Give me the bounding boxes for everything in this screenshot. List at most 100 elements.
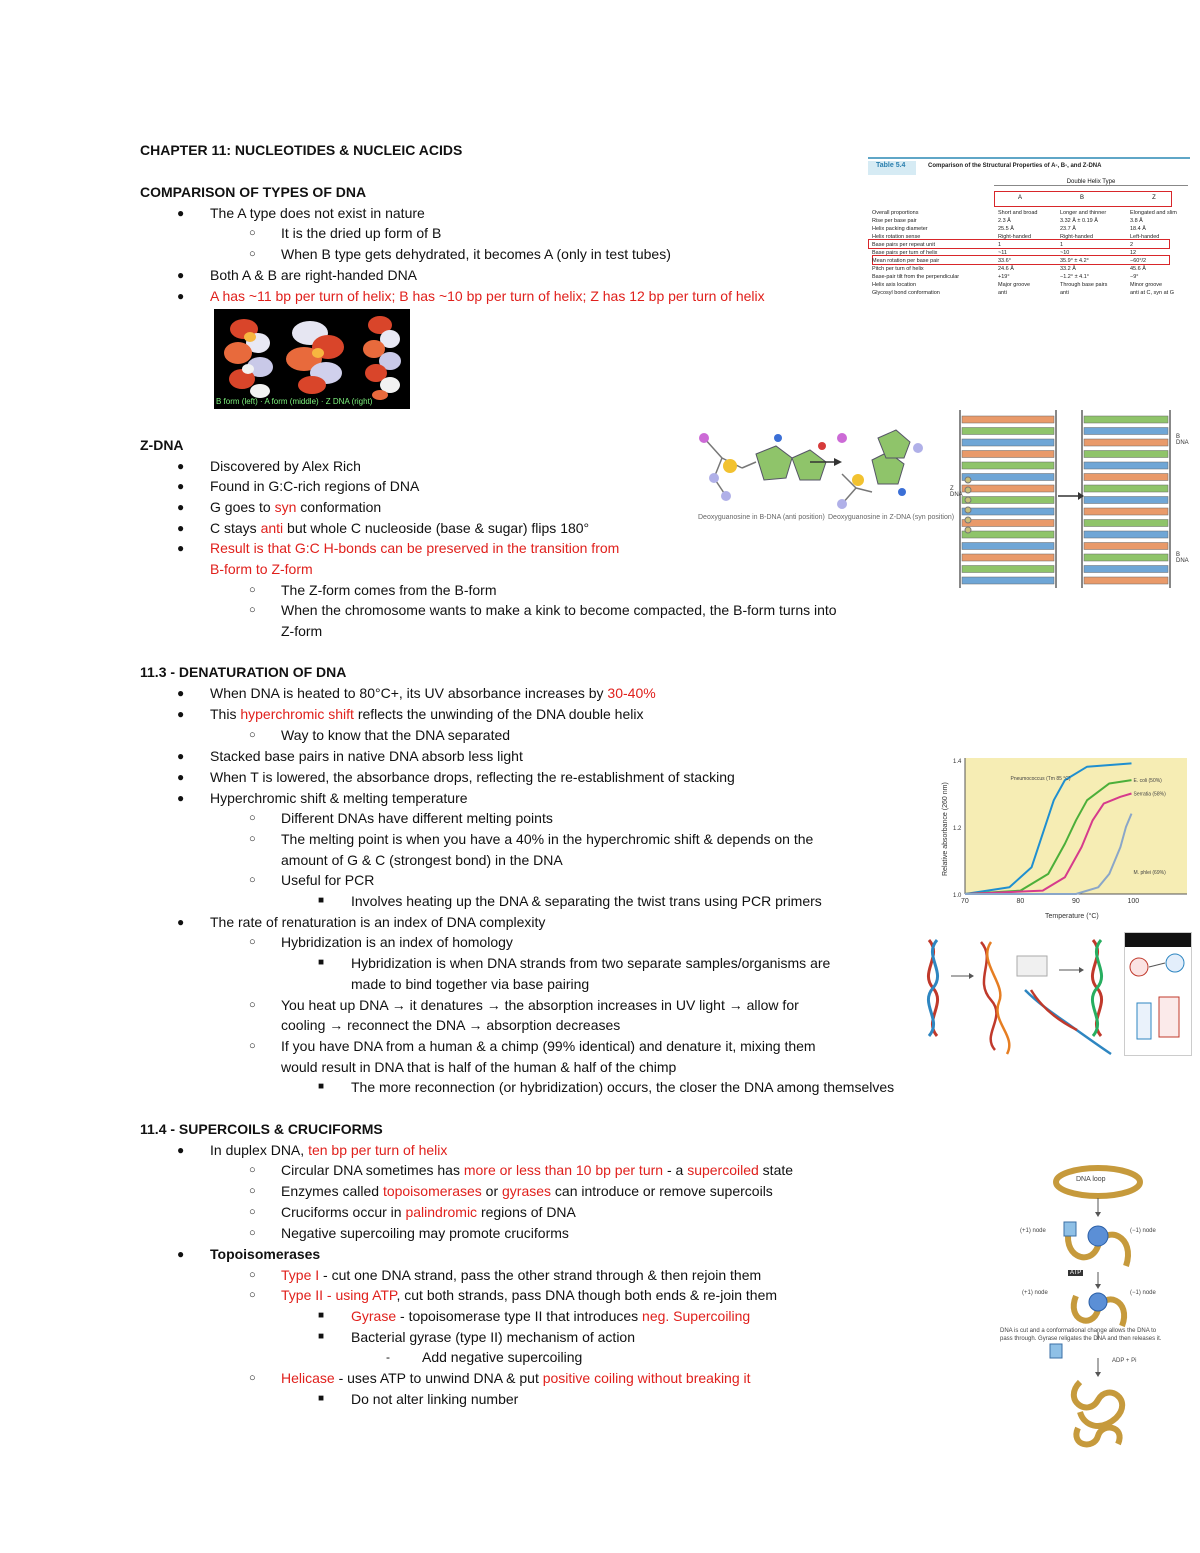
table-cell: Pitch per turn of helix bbox=[872, 266, 924, 272]
table-cell: −9° bbox=[1130, 274, 1139, 280]
list-item: Stacked base pairs in native DNA absorb … bbox=[210, 748, 523, 764]
gyrase-node-left-1: (+1) node bbox=[1020, 1228, 1046, 1234]
label-b-dna-top: B DNA bbox=[1176, 434, 1189, 446]
b-to-z-ladder-icon bbox=[959, 410, 1171, 588]
base-pair-rung bbox=[1083, 461, 1169, 470]
list-item-continued: would result in DNA that is half of the … bbox=[281, 1059, 677, 1075]
list-item: Involves heating up the DNA & separating… bbox=[351, 893, 822, 909]
list-item: Result is that G:C H-bonds can be preser… bbox=[210, 540, 620, 556]
bullet-icon: ○ bbox=[249, 999, 256, 1011]
syn-anti-caption-left: Deoxyguanosine in B-DNA (anti position) bbox=[698, 514, 825, 521]
table-cell: −1.2° ± 4.1° bbox=[1060, 274, 1089, 280]
table-cell: +19° bbox=[998, 274, 1010, 280]
section-heading-denaturation: 11.3 - DENATURATION OF DNA bbox=[140, 664, 347, 680]
list-item: Negative supercoiling may promote crucif… bbox=[281, 1225, 569, 1241]
bullet-icon: ● bbox=[177, 500, 185, 514]
bullet-icon: ■ bbox=[318, 1393, 325, 1404]
section-heading-z-dna: Z-DNA bbox=[140, 437, 184, 453]
list-item: Topoisomerases bbox=[210, 1246, 321, 1262]
gyrase-atp-label: ATP bbox=[1068, 1270, 1084, 1276]
gyrase-label-top: DNA loop bbox=[1076, 1176, 1106, 1183]
base-pair-rung bbox=[1083, 450, 1169, 458]
bullet-icon: ● bbox=[177, 770, 185, 784]
list-item: When B type gets dehydrated, it becomes … bbox=[281, 246, 671, 262]
base-pair-rung bbox=[961, 530, 1055, 539]
base-pair-rung bbox=[961, 542, 1055, 550]
table-cell: Helix packing diameter bbox=[872, 226, 928, 232]
base-pair-rung bbox=[961, 461, 1055, 470]
list-item: The Z-form comes from the B-form bbox=[281, 582, 497, 598]
gyrase-node-left-2: (+1) node bbox=[1022, 1290, 1048, 1296]
base-pair-rung bbox=[961, 450, 1055, 458]
bullet-icon: ■ bbox=[318, 1081, 325, 1092]
bullet-icon: ○ bbox=[249, 584, 256, 596]
bullet-icon: ○ bbox=[249, 1185, 256, 1197]
base-pair-rung bbox=[1083, 438, 1169, 447]
series-line-2 bbox=[964, 792, 1132, 895]
list-item: You heat up DNA → it denatures → the abs… bbox=[281, 997, 799, 1013]
list-item: Gyrase - topoisomerase type II that intr… bbox=[351, 1308, 751, 1324]
table-cell: Rise per base pair bbox=[872, 218, 917, 224]
list-item: Do not alter linking number bbox=[351, 1391, 519, 1407]
list-item: It is the dried up form of B bbox=[281, 225, 442, 241]
list-item: Hyperchromic shift & melting temperature bbox=[210, 790, 468, 806]
chart-y-axis-label: Relative absorbance (260 nm) bbox=[942, 782, 949, 876]
table-group-header: Double Helix Type bbox=[994, 179, 1188, 186]
base-pair-rung bbox=[1083, 565, 1169, 573]
x-tick-label: 90 bbox=[1072, 898, 1080, 905]
table-cell: 18.4 Å bbox=[1130, 226, 1146, 232]
table-cell: 12 bbox=[1130, 250, 1137, 256]
base-pair-rung bbox=[1083, 530, 1169, 539]
bullet-icon: ● bbox=[177, 206, 185, 220]
section-heading-dna-types: COMPARISON OF TYPES OF DNA bbox=[140, 184, 367, 200]
base-pair-rung bbox=[961, 473, 1055, 481]
list-item: Both A & B are right-handed DNA bbox=[210, 267, 418, 283]
base-pair-rung bbox=[961, 496, 1055, 504]
list-item-continued: made to bind together via base pairing bbox=[351, 976, 590, 992]
table-cell: Right-handed bbox=[998, 234, 1032, 240]
table-col-z: Z bbox=[1152, 195, 1156, 201]
list-item: Discovered by Alex Rich bbox=[210, 458, 361, 474]
table-cell: 3.8 Å bbox=[1130, 218, 1143, 224]
table-cell: 45.6 Å bbox=[1130, 266, 1146, 272]
bullet-icon: ● bbox=[177, 686, 185, 700]
base-pair-rung bbox=[1083, 553, 1169, 562]
series-label: Serratia (58%) bbox=[1134, 792, 1167, 798]
table-cell: 35.9° ± 4.2° bbox=[1060, 258, 1089, 264]
table-cell: 1 bbox=[1060, 242, 1064, 248]
list-item: Type II - using ATP, cut both strands, p… bbox=[281, 1287, 778, 1303]
bullet-icon: ○ bbox=[249, 833, 256, 845]
bullet-icon: ○ bbox=[249, 1227, 256, 1239]
dna-models-caption: B form (left) · A form (middle) · Z DNA … bbox=[216, 397, 373, 406]
base-pair-rung bbox=[961, 415, 1055, 424]
table-label: Table 5.4 bbox=[876, 162, 906, 169]
table-cell: −60°/2 bbox=[1130, 258, 1147, 264]
series-line-0 bbox=[964, 762, 1132, 895]
table-cell: 33.6° bbox=[998, 258, 1011, 264]
table-cell: Overall proportions bbox=[872, 210, 919, 216]
list-item: A has ~11 bp per turn of helix; B has ~1… bbox=[210, 288, 765, 304]
dash-bullet-icon: - bbox=[386, 1350, 390, 1364]
table-cell: anti bbox=[998, 290, 1007, 296]
series-line-3 bbox=[965, 813, 1133, 895]
bullet-icon: ○ bbox=[249, 248, 256, 260]
x-tick-label: 70 bbox=[961, 898, 969, 905]
base-pair-rung bbox=[961, 438, 1055, 447]
base-pair-rung bbox=[1083, 542, 1169, 550]
table-cell: 1 bbox=[998, 242, 1002, 248]
list-item: Enzymes called topoisomerases or gyrases… bbox=[281, 1183, 773, 1199]
table-cell: Base pairs per turn of helix bbox=[872, 250, 938, 256]
hybridization-figure bbox=[921, 930, 1119, 1062]
gyrase-node-right-1: (−1) node bbox=[1130, 1228, 1156, 1234]
bullet-icon: ● bbox=[177, 521, 185, 535]
bullet-icon: ○ bbox=[249, 936, 256, 948]
table-cell: 2 bbox=[1130, 242, 1134, 248]
series-line-1 bbox=[964, 779, 1132, 895]
table-cell: Base-pair tilt from the perpendicular bbox=[872, 274, 960, 280]
bullet-icon: ○ bbox=[249, 729, 256, 741]
list-item: Add negative supercoiling bbox=[422, 1349, 583, 1365]
dna-hybridization-icon bbox=[926, 939, 1112, 1056]
bullet-icon: ■ bbox=[318, 957, 325, 968]
list-item: Way to know that the DNA separated bbox=[281, 727, 511, 743]
bullet-icon: ■ bbox=[318, 1310, 325, 1321]
